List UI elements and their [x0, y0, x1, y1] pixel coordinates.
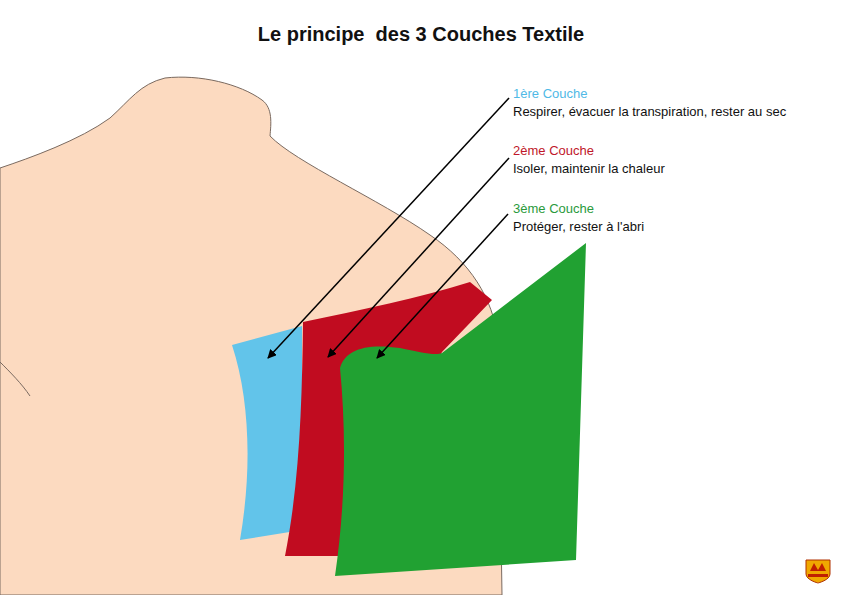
arm-fold — [0, 362, 30, 396]
layer-heading: 3ème Couche — [513, 201, 594, 217]
layer-one-fabric — [232, 326, 302, 540]
layer-heading: 1ère Couche — [513, 86, 587, 102]
layer-heading: 2ème Couche — [513, 143, 594, 159]
leader-arrow — [377, 214, 508, 358]
logo-icon — [806, 560, 830, 583]
leader-arrow — [328, 158, 509, 357]
layer-description: Isoler, maintenir la chaleur — [513, 161, 665, 177]
layer-description: Respirer, évacuer la transpiration, rest… — [513, 104, 786, 120]
leader-arrow — [268, 98, 509, 358]
layer-three-fabric — [335, 243, 586, 576]
diagram-title: Le principe des 3 Couches Textile — [0, 22, 842, 46]
layer-description: Protéger, rester à l'abri — [513, 219, 644, 235]
